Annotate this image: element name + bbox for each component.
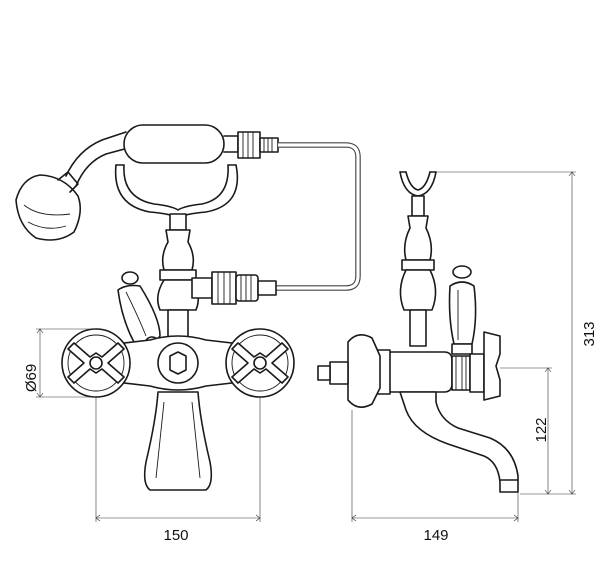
dimension-side-depth-label: 149 xyxy=(423,527,448,544)
front-view xyxy=(15,124,361,491)
front-column xyxy=(156,213,200,341)
dimension-spout-height-label: 122 xyxy=(533,417,550,442)
side-spout xyxy=(399,391,519,493)
side-lever xyxy=(448,265,477,355)
dimension-diameter-label: Ø69 xyxy=(23,364,40,392)
shower-cradle xyxy=(114,164,239,219)
right-cross-handle xyxy=(225,328,295,398)
side-cross-handle xyxy=(469,331,501,401)
side-view xyxy=(317,171,519,493)
shower-handle xyxy=(123,124,279,164)
side-inlet xyxy=(317,334,381,408)
front-body xyxy=(97,335,259,391)
front-spout xyxy=(143,391,213,491)
shower-hose xyxy=(275,142,361,291)
shower-head xyxy=(15,131,129,241)
left-cross-handle xyxy=(61,328,131,398)
hose-connector xyxy=(191,271,277,305)
side-body xyxy=(375,349,471,395)
dimension-lines xyxy=(36,171,576,522)
side-fork-holder xyxy=(399,171,437,217)
side-column xyxy=(399,215,437,347)
dimension-front-width-label: 150 xyxy=(163,527,188,544)
dimension-total-height-label: 313 xyxy=(581,321,598,346)
